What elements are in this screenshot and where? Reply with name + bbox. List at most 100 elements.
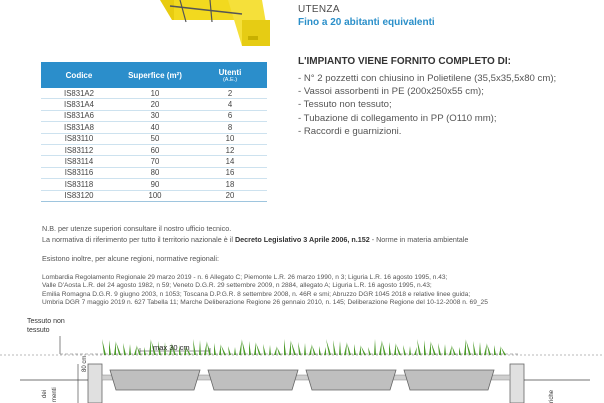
cell-users: 20: [193, 190, 267, 202]
grass-blade: [109, 340, 111, 355]
region-line: Lombardia Regolamento Regionale 29 marzo…: [42, 274, 448, 281]
regional-regulations: Lombardia Regolamento Regionale 29 marzo…: [42, 274, 602, 308]
grass-blade: [172, 344, 176, 355]
grass-blade: [466, 340, 471, 355]
cell-users: 2: [193, 88, 267, 100]
grass-blade: [333, 340, 336, 355]
grass-blade: [326, 339, 331, 355]
grass-blade: [501, 347, 506, 355]
note-regulation-decree: Decreto Legislativo 3 Aprile 2006, n.152: [234, 235, 370, 244]
grass-blade: [319, 346, 321, 355]
grass-blade: [207, 342, 211, 355]
cell-users: 6: [193, 110, 267, 123]
grass-blade: [459, 347, 461, 355]
grass-blade: [449, 345, 452, 355]
cell-surface: 100: [117, 190, 193, 202]
grass-blade: [129, 344, 131, 355]
supply-list: - N° 2 pozzetti con chiusino in Polietil…: [298, 72, 598, 138]
grass-blade: [186, 347, 191, 355]
grass-blade: [359, 345, 361, 355]
cell-code: IS83110: [41, 133, 117, 145]
grass-blade: [339, 341, 341, 355]
header-code: Codice: [41, 62, 117, 88]
cell-surface: 10: [117, 88, 193, 100]
grass-blade: [464, 339, 466, 355]
cell-code: IS831A2: [41, 88, 117, 100]
region-line: Valle D'Aosta L.R. del 24 agosto 1982, n…: [42, 282, 432, 290]
grass-blade: [269, 345, 271, 355]
grass-blade: [424, 340, 426, 355]
grass-blade: [158, 341, 161, 355]
grass-blade: [479, 342, 481, 355]
grass-blade: [204, 341, 207, 355]
cell-code: IS83114: [41, 155, 117, 168]
cell-users: 4: [193, 98, 267, 111]
grass-blade: [344, 342, 347, 355]
label-80cm: 80 cm: [82, 355, 88, 372]
cell-surface: 80: [117, 167, 193, 180]
grass-blade: [354, 344, 356, 355]
grass-blade: [169, 343, 172, 355]
grass-blade: [256, 343, 261, 355]
absorbent-trays: [109, 369, 495, 391]
cell-users: 12: [193, 144, 267, 157]
grass-blade: [239, 339, 242, 355]
supply-title: L'IMPIANTO VIENE FORNITO COMPLETO DI:: [298, 56, 511, 67]
supply-item: - N° 2 pozzetti con chiusino in Polietil…: [298, 73, 557, 84]
grass-blade: [374, 339, 376, 355]
cell-code: IS83116: [41, 167, 117, 180]
grass-blade: [151, 340, 156, 355]
grass-blade: [396, 344, 401, 355]
cross-section-diagram: [0, 336, 604, 403]
grass-blade: [114, 341, 116, 355]
supply-item: - Tessuto non tessuto;: [298, 99, 392, 111]
cell-users: 16: [193, 167, 267, 180]
supply-item: - Tubazione di collegamento in PP (O110 …: [298, 112, 497, 124]
grass-blade: [179, 345, 181, 355]
grass-blade: [219, 344, 221, 355]
grass-blade: [444, 344, 446, 355]
grass-blade: [137, 346, 141, 355]
grass-blade: [312, 345, 316, 355]
grass-blade: [452, 346, 456, 355]
cell-surface: 20: [117, 98, 193, 111]
grass-blade: [361, 346, 366, 355]
usage-value: Fino a 20 abitanti equivalenti: [298, 17, 435, 28]
grass-blade: [164, 342, 166, 355]
label-riche: riche: [549, 389, 555, 403]
grass-blade: [431, 342, 436, 355]
label-tessuto-2: tessuto: [27, 327, 50, 334]
grass-blade: [228, 346, 231, 355]
grass-blade: [417, 339, 421, 355]
cell-users: 10: [193, 133, 267, 145]
grass-blade: [429, 341, 431, 355]
note-regulation: La normativa di riferimento per tutto il…: [42, 235, 468, 244]
note-regional-intro: Esistono inoltre, per alcune regioni, no…: [42, 254, 219, 263]
region-line: Emilia Romagna D.G.R. 9 giugno 2003, n 1…: [42, 290, 471, 298]
cell-code: IS831A6: [41, 110, 117, 123]
header-users-sub: (A.E.): [222, 76, 238, 83]
grass-blade: [134, 345, 137, 355]
grass-blade: [389, 342, 391, 355]
supply-item: - Vassoi assorbenti in PE (200x250x55 cm…: [298, 86, 484, 98]
grass-blade: [324, 347, 326, 355]
grass-blade: [473, 341, 476, 355]
grass-blade: [274, 346, 277, 355]
cell-users: 14: [193, 155, 267, 168]
grass-blade: [149, 339, 151, 355]
grass-blade: [304, 343, 306, 355]
usage-label: UTENZA: [298, 4, 340, 15]
cell-code: IS831A8: [41, 121, 117, 134]
cell-users: 8: [193, 121, 267, 134]
distribution-pipe: [101, 374, 511, 381]
cell-code: IS83120: [41, 190, 117, 202]
grass-blade: [298, 342, 301, 355]
specs-table: Codice Superfice (m²) Utenti (A.E.) IS83…: [41, 62, 267, 202]
grass-blade: [123, 343, 126, 355]
